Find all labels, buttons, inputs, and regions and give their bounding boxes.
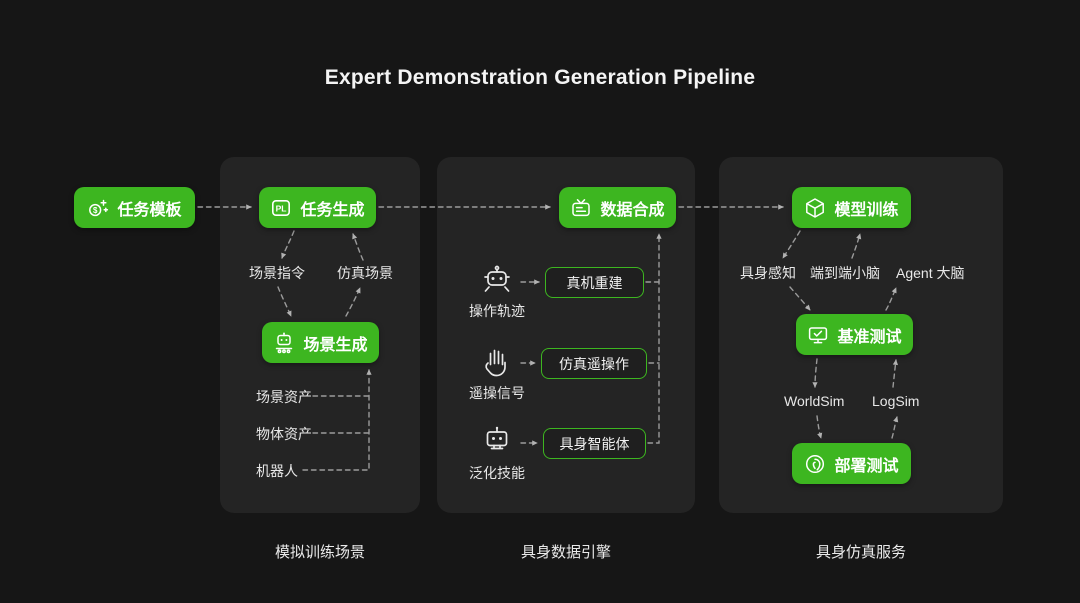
page-title: Expert Demonstration Generation Pipeline <box>324 66 756 89</box>
benchmark-test-label: 基准测试 <box>837 328 902 346</box>
glove-icon <box>485 349 506 377</box>
brain-label-e2e: 端到端小脑 <box>810 265 880 281</box>
logsim-label: LogSim <box>872 393 920 409</box>
brain-label-perception: 具身感知 <box>740 265 796 281</box>
task-generation-node: PL 任务生成 <box>259 187 376 228</box>
monitor-check-icon <box>809 326 828 343</box>
data-synthesis-label: 数据合成 <box>600 201 665 219</box>
asset-item-object: 物体资产 <box>256 426 312 442</box>
teleop-signal-label: 遥操信号 <box>469 385 525 401</box>
benchmark-test-node: 基准测试 <box>796 314 913 355</box>
operation-trajectory-label: 操作轨迹 <box>469 303 525 319</box>
real-machine-reconstruction-box: 真机重建 <box>545 267 644 298</box>
worldsim-label: WorldSim <box>784 393 845 409</box>
robot-builder-icon <box>276 332 293 353</box>
pl-badge-icon: PL <box>272 199 291 216</box>
robot-icon <box>484 265 510 292</box>
scene-generation-label: 场景生成 <box>303 336 368 354</box>
generalized-skill-label: 泛化技能 <box>469 465 525 481</box>
money-sparkle-icon: $ <box>89 199 109 216</box>
deployment-test-label: 部署测试 <box>834 457 899 475</box>
cube-icon <box>806 197 825 218</box>
asset-item-robot: 机器人 <box>256 463 298 479</box>
robot-screen-icon <box>486 426 508 450</box>
scene-generation-node: 场景生成 <box>262 322 379 363</box>
sim-scene-label: 仿真场景 <box>337 265 393 281</box>
dollar-glyph: $ <box>93 206 98 215</box>
deployment-test-node: 部署测试 <box>792 443 911 484</box>
model-training-node: 模型训练 <box>792 187 911 228</box>
embodied-agent-box: 具身智能体 <box>543 428 646 459</box>
caption-data-engine: 具身数据引擎 <box>520 544 611 561</box>
model-training-label: 模型训练 <box>834 201 899 219</box>
fingerprint-globe-icon <box>806 454 825 473</box>
caption-sim-service: 具身仿真服务 <box>815 544 906 561</box>
data-synthesis-icon <box>572 198 591 216</box>
data-synthesis-node: 数据合成 <box>559 187 676 228</box>
caption-sim-training-scene: 模拟训练场景 <box>274 544 365 561</box>
task-template-node: $ 任务模板 <box>74 187 195 228</box>
asset-item-scene: 场景资产 <box>256 389 312 405</box>
sim-teleoperation-box: 仿真遥操作 <box>541 348 647 379</box>
task-generation-label: 任务生成 <box>300 201 365 219</box>
brain-label-agent: Agent 大脑 <box>896 265 965 281</box>
task-template-label: 任务模板 <box>117 201 182 219</box>
scene-instruction-label: 场景指令 <box>249 265 305 281</box>
pl-badge-text: PL <box>276 203 287 213</box>
